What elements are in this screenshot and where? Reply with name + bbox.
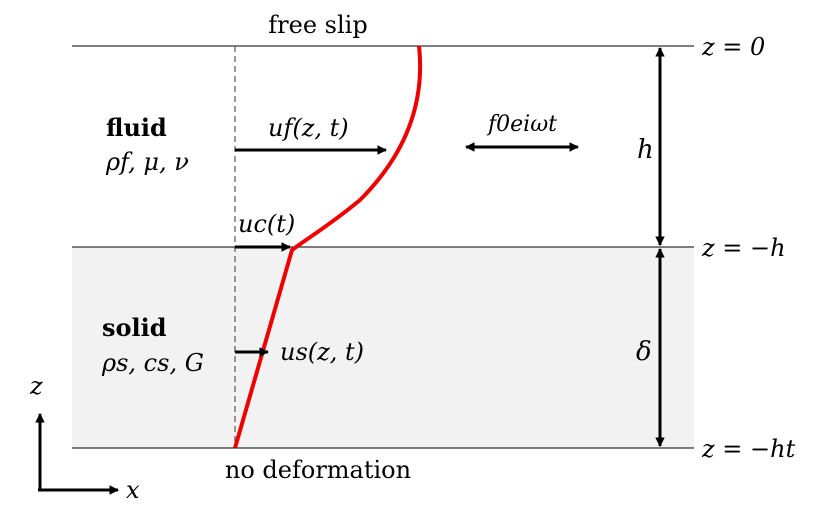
velocity-profile: [233, 45, 423, 449]
free-slip-label: free slip: [268, 11, 367, 39]
fluid-params: ρf, μ, ν: [105, 148, 189, 176]
solid-region: [72, 247, 694, 448]
forcing-label: f0eiωt: [486, 112, 557, 137]
zmht-label: z = −ht: [701, 435, 796, 463]
uc-label: uc(t): [238, 210, 295, 238]
delta-label: δ: [636, 337, 652, 367]
solid-title: solid: [102, 313, 167, 342]
zmh-label: z = −h: [701, 234, 786, 262]
us-label: us(z, t): [280, 338, 364, 366]
no-deformation-label: no deformation: [225, 456, 411, 484]
h-label: h: [637, 135, 654, 165]
solid-params: ρs, cs, G: [101, 349, 204, 377]
axis-x-label: x: [126, 476, 140, 504]
z0-label: z = 0: [701, 33, 765, 61]
axis-z-label: z: [29, 372, 43, 400]
uf-label: uf(z, t): [268, 114, 349, 142]
fluid-title: fluid: [106, 113, 167, 142]
